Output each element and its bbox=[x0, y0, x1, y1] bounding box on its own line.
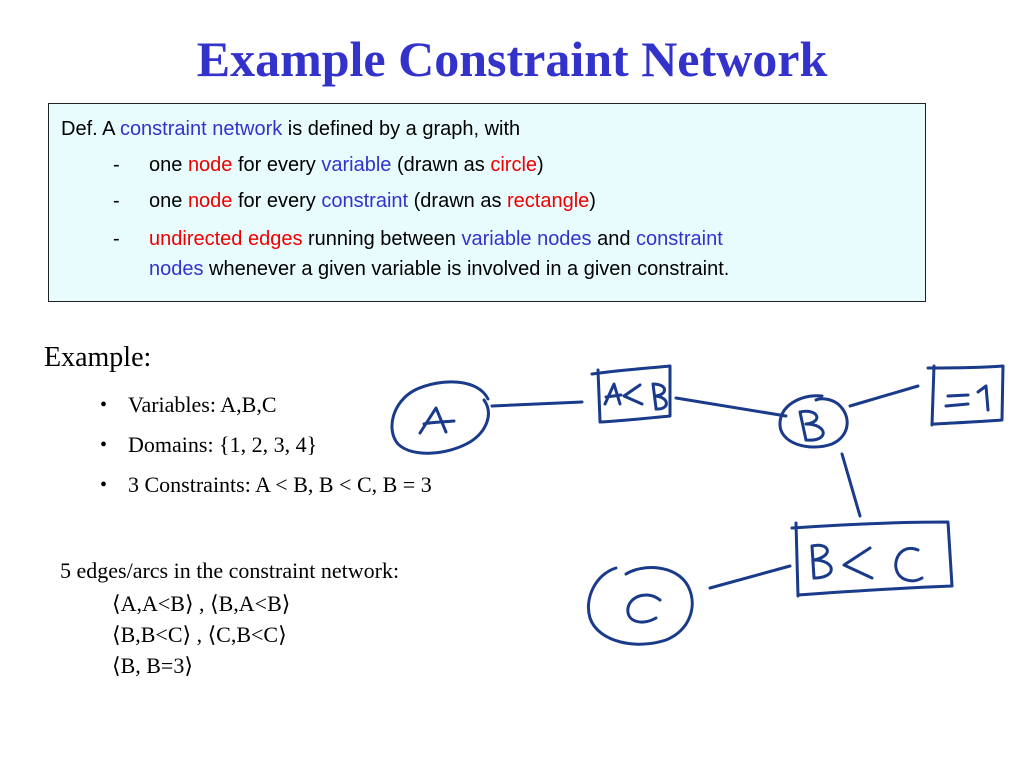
definition-item-edges: - undirected edges running between varia… bbox=[61, 224, 913, 284]
edge-line: ⟨A,A<B⟩ , ⟨B,A<B⟩ bbox=[112, 591, 291, 616]
dash-marker: - bbox=[113, 154, 120, 176]
definition-intro: Def. A constraint network is defined by … bbox=[61, 114, 913, 144]
constraint-a-lt-b-box bbox=[590, 364, 672, 424]
node-a-circle bbox=[390, 380, 490, 455]
def-term-nodes: nodes bbox=[149, 258, 204, 280]
def-term-constraint: constraint bbox=[321, 190, 409, 212]
def-text: ) bbox=[537, 154, 544, 176]
def-term-variable: variable bbox=[321, 154, 392, 176]
edge-ab-to-b bbox=[674, 396, 788, 418]
node-b-letter bbox=[798, 409, 825, 442]
def-term-variable-nodes: variable nodes bbox=[461, 228, 592, 250]
example-heading: Example: bbox=[44, 342, 152, 373]
edges-heading: 5 edges/arcs in the constraint network: bbox=[60, 558, 400, 583]
bullet-dot: • bbox=[100, 434, 108, 456]
bullet-text: 3 Constraints: A < B, B < C, B = 3 bbox=[128, 472, 432, 497]
edges-list: ⟨A,A<B⟩ , ⟨B,A<B⟩ ⟨B,B<C⟩ , ⟨C,B<C⟩ ⟨B, … bbox=[112, 588, 290, 681]
def-term-rectangle: rectangle bbox=[507, 190, 590, 212]
edge-line: ⟨B,B<C⟩ , ⟨C,B<C⟩ bbox=[112, 622, 287, 647]
bullet-dot: • bbox=[100, 394, 108, 416]
constraint-b-eq-3-box bbox=[926, 364, 1005, 427]
bullet-constraints: • 3 Constraints: A < B, B < C, B = 3 bbox=[100, 470, 432, 510]
edge-b-to-bc bbox=[840, 452, 862, 518]
constraint-b-lt-c-text bbox=[810, 543, 924, 583]
def-term-constraint-network: constraint network bbox=[119, 118, 283, 140]
dash-marker: - bbox=[113, 228, 120, 250]
def-text: for every bbox=[232, 154, 322, 176]
bullet-text: Domains: {1, 2, 3, 4} bbox=[128, 432, 318, 457]
bullet-text: Variables: A,B,C bbox=[128, 392, 277, 417]
node-c-circle bbox=[587, 566, 694, 646]
def-text: one bbox=[149, 190, 188, 212]
dash-marker: - bbox=[113, 190, 120, 212]
def-text: and bbox=[591, 228, 637, 250]
def-term-circle: circle bbox=[490, 154, 538, 176]
edge-b-to-eq3 bbox=[848, 384, 920, 408]
bullet-domains: • Domains: {1, 2, 3, 4} bbox=[100, 430, 432, 470]
def-text: (drawn as bbox=[391, 154, 491, 176]
def-text: ) bbox=[589, 190, 596, 212]
definition-box: Def. A constraint network is defined by … bbox=[48, 103, 926, 302]
node-c-letter bbox=[626, 593, 662, 624]
def-term-constraint: constraint bbox=[636, 228, 723, 250]
definition-item-constraint-node: - one node for every constraint (drawn a… bbox=[61, 186, 913, 216]
example-bullet-list: • Variables: A,B,C • Domains: {1, 2, 3, 4}… bbox=[100, 390, 432, 510]
edge-c-to-bc bbox=[708, 564, 792, 590]
constraint-b-lt-c-box bbox=[790, 520, 954, 598]
node-b-circle bbox=[778, 394, 849, 449]
def-text: (drawn as bbox=[408, 190, 508, 212]
bullet-dot: • bbox=[100, 474, 108, 496]
def-text: whenever a given variable is involved in… bbox=[203, 258, 730, 280]
def-text: Def. A bbox=[61, 118, 120, 140]
edge-line: ⟨B, B=3⟩ bbox=[112, 653, 193, 678]
constraint-b-eq-3-text bbox=[944, 384, 990, 412]
slide-title: Example Constraint Network bbox=[196, 31, 828, 87]
def-text: is defined by a graph, with bbox=[282, 118, 521, 140]
def-text: one bbox=[149, 154, 188, 176]
def-term-node: node bbox=[187, 190, 233, 212]
definition-item-variable-node: - one node for every variable (drawn as … bbox=[61, 150, 913, 180]
def-text: for every bbox=[232, 190, 322, 212]
def-term-node: node bbox=[187, 154, 233, 176]
def-text: running between bbox=[302, 228, 462, 250]
def-term-undirected-edges: undirected edges bbox=[149, 228, 303, 250]
node-a-letter bbox=[418, 406, 456, 435]
edge-a-to-ab bbox=[490, 400, 584, 408]
bullet-variables: • Variables: A,B,C bbox=[100, 390, 432, 430]
constraint-a-lt-b-text bbox=[603, 382, 668, 411]
